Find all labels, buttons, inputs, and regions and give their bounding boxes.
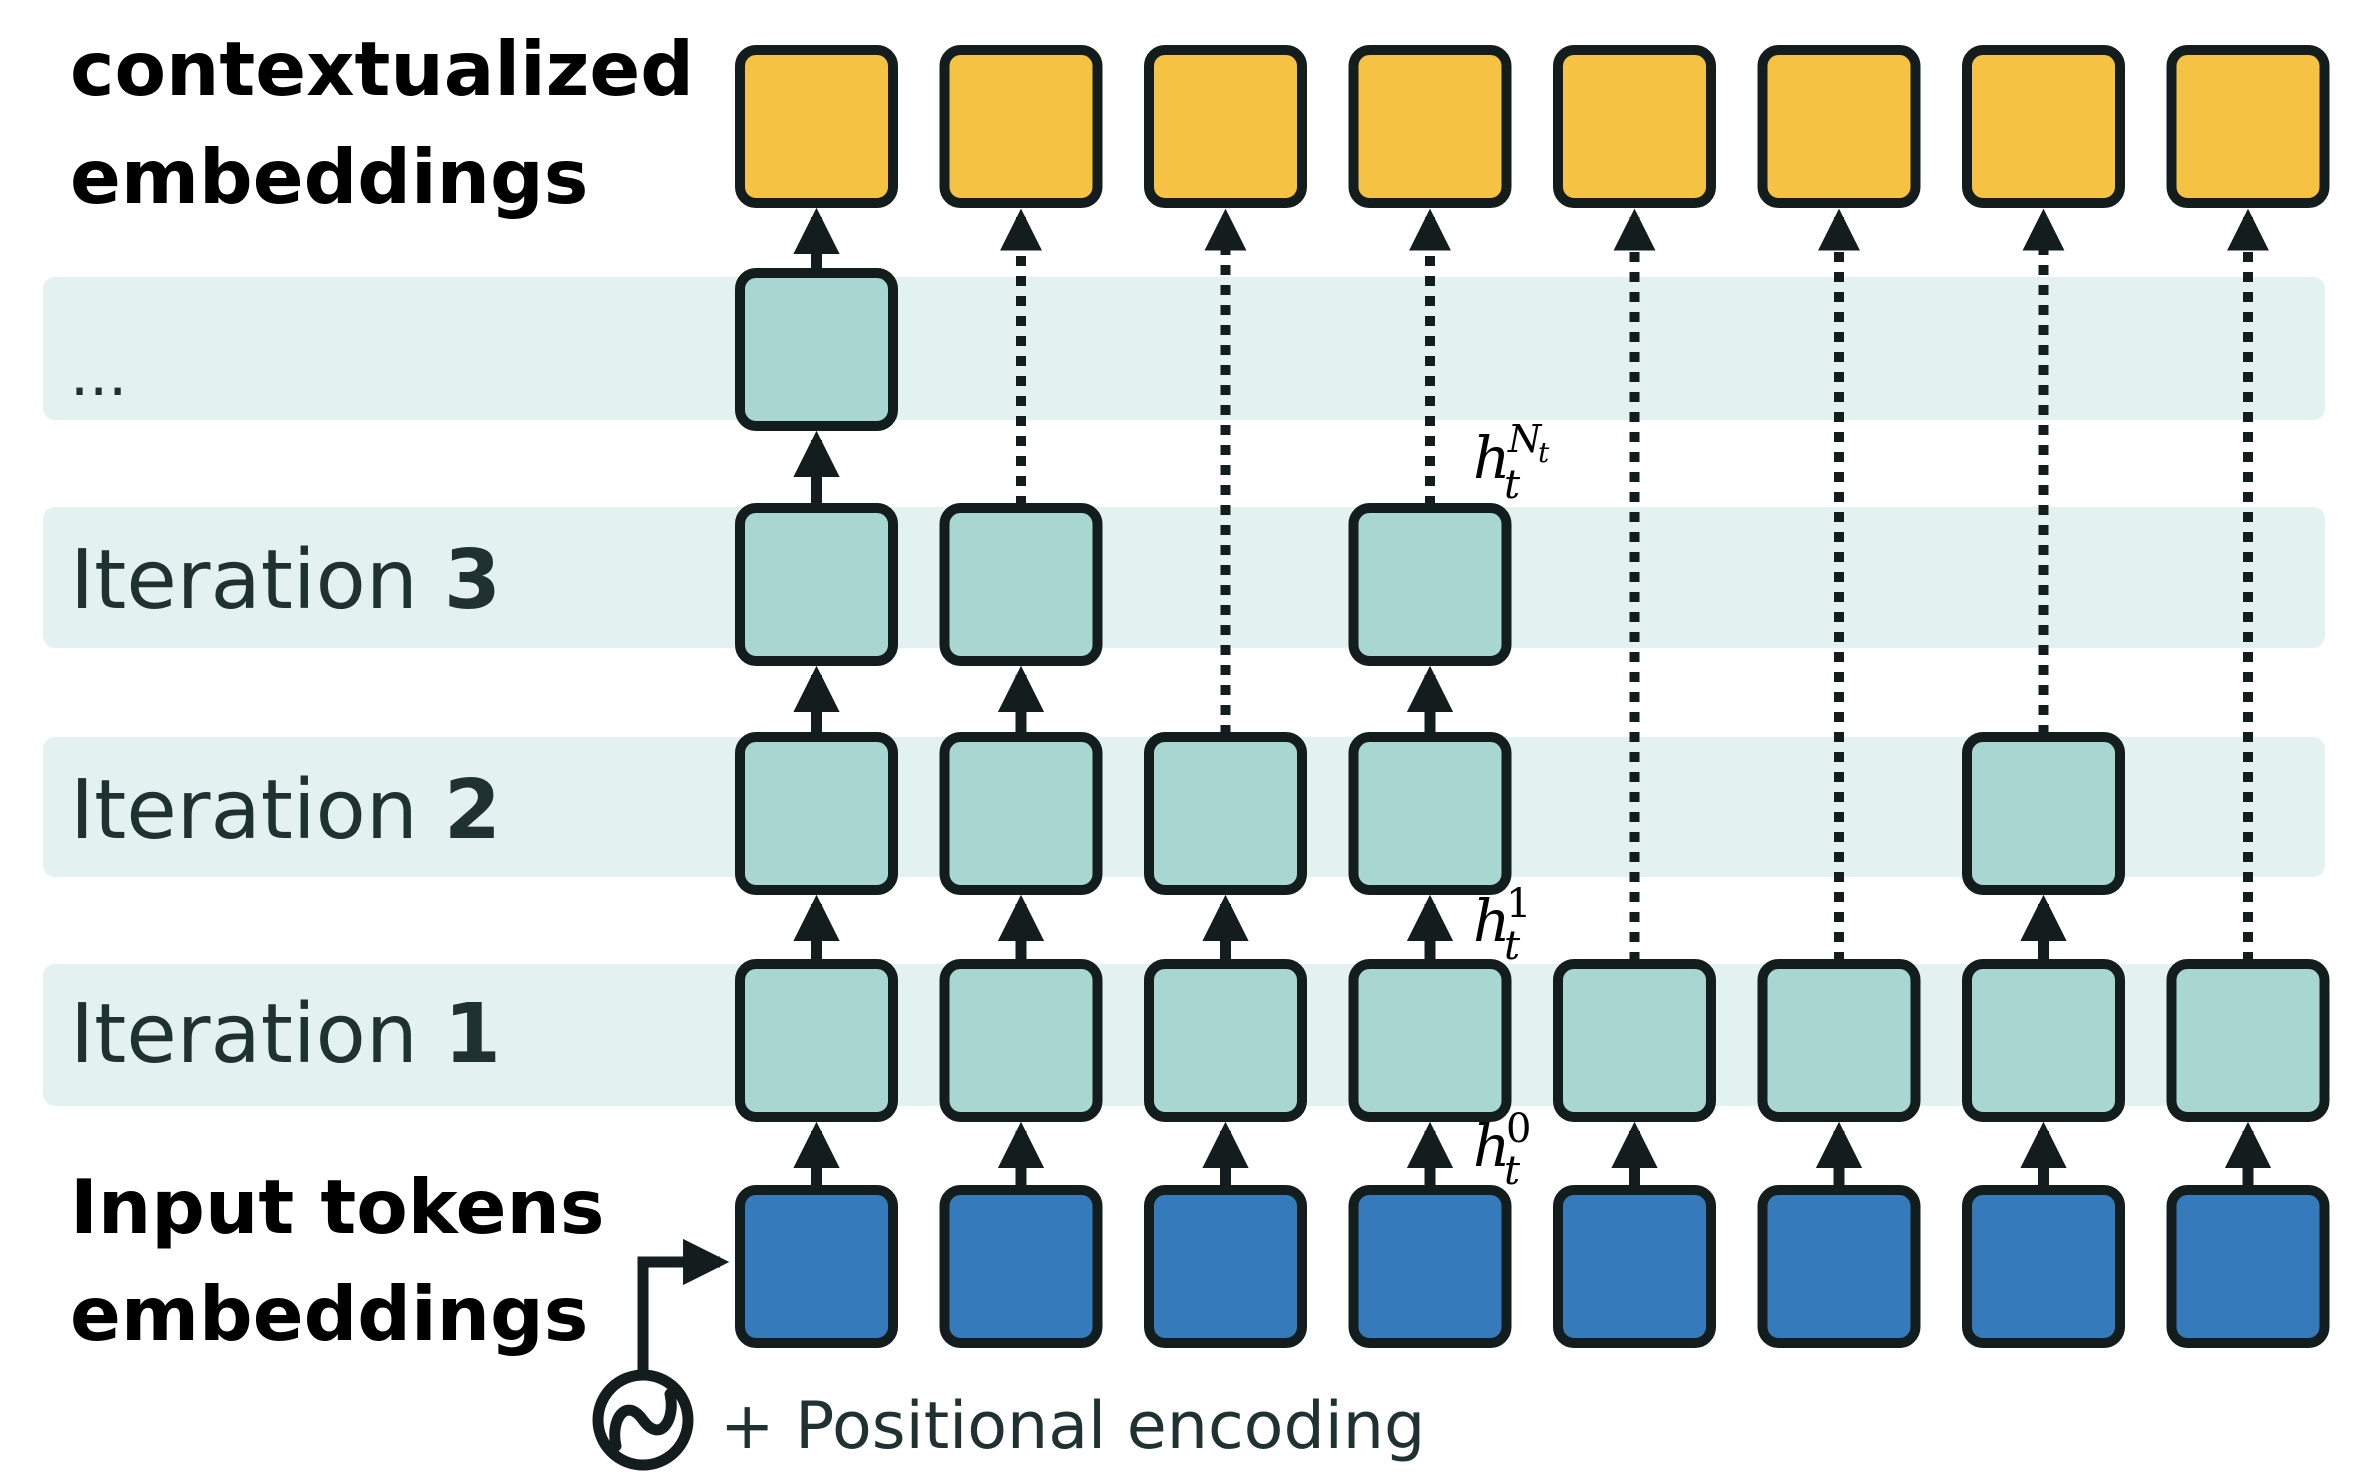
iteration-1-word: Iteration (70, 987, 418, 1082)
it3-box-2 (939, 503, 1103, 666)
iteration-2-number: 2 (444, 763, 501, 858)
it1-box-6 (1757, 959, 1921, 1122)
iteration-1-label: Iteration 1 (70, 987, 501, 1082)
it1-box-8 (2166, 959, 2330, 1122)
output-box-8 (2166, 45, 2330, 208)
hN-superscript-subscript: t (1538, 436, 1550, 469)
it2-box-7 (1962, 732, 2125, 895)
output-box-1 (735, 45, 898, 208)
it2-box-4 (1348, 732, 1512, 895)
it2-box-1 (735, 732, 898, 895)
h1-annotation: h (1473, 887, 1510, 955)
h1-superscript: 1 (1506, 881, 1531, 927)
iteration-3-number: 3 (444, 533, 501, 628)
hN-symbol: h (1473, 424, 1510, 492)
input-box-7 (1962, 1185, 2125, 1348)
hN-annotation: h (1473, 424, 1510, 492)
output-box-4 (1348, 45, 1512, 208)
input-label-line2: embeddings (70, 1270, 588, 1358)
it1-box-4 (1348, 959, 1512, 1122)
embedding-boxes (735, 45, 2330, 1348)
h0-subscript: t (1504, 1148, 1521, 1194)
ellipsis-box-1 (735, 268, 898, 431)
it3-box-1 (735, 503, 898, 666)
positional-encoding-label: + Positional encoding (720, 1389, 1425, 1464)
it1-box-7 (1962, 959, 2125, 1122)
output-label-line1: contextualized (70, 25, 694, 113)
it1-box-5 (1553, 959, 1716, 1122)
h1-symbol: h (1473, 887, 1510, 955)
iteration-3-label: Iteration 3 (70, 533, 501, 628)
connector-lines (793, 207, 2272, 1188)
output-box-6 (1757, 45, 1921, 208)
h0-annotation: h (1473, 1112, 1510, 1180)
input-box-2 (939, 1185, 1103, 1348)
input-box-8 (2166, 1185, 2330, 1348)
input-box-5 (1553, 1185, 1716, 1348)
h1-subscript: t (1504, 923, 1521, 969)
output-box-5 (1553, 45, 1716, 208)
it2-box-2 (939, 732, 1103, 895)
positional-encoding-connector (637, 1238, 730, 1378)
iteration-1-number: 1 (444, 987, 501, 1082)
input-box-4 (1348, 1185, 1512, 1348)
hN-subscript: t (1504, 462, 1521, 508)
input-box-3 (1144, 1185, 1307, 1348)
output-label-line2: embeddings (70, 133, 588, 221)
row-band-ellipsis (43, 277, 2325, 420)
hN-superscript: N (1507, 417, 1543, 461)
input-label-line1: Input tokens (70, 1163, 605, 1251)
output-box-3 (1144, 45, 1307, 208)
row-band-it3 (43, 507, 2325, 648)
output-box-7 (1962, 45, 2125, 208)
it1-box-2 (939, 959, 1103, 1122)
input-box-6 (1757, 1185, 1921, 1348)
ellipsis-label: ... (70, 340, 127, 410)
it3-box-4 (1348, 503, 1512, 666)
it1-box-1 (735, 959, 898, 1122)
h0-symbol: h (1473, 1112, 1510, 1180)
iteration-2-label: Iteration 2 (70, 763, 501, 858)
positional-encoding-icon (592, 1369, 694, 1471)
iteration-3-word: Iteration (70, 533, 418, 628)
it2-box-3 (1144, 732, 1307, 895)
h0-superscript: 0 (1506, 1106, 1531, 1152)
input-box-1 (735, 1185, 898, 1348)
iteration-2-word: Iteration (70, 763, 418, 858)
it1-box-3 (1144, 959, 1307, 1122)
output-box-2 (939, 45, 1103, 208)
